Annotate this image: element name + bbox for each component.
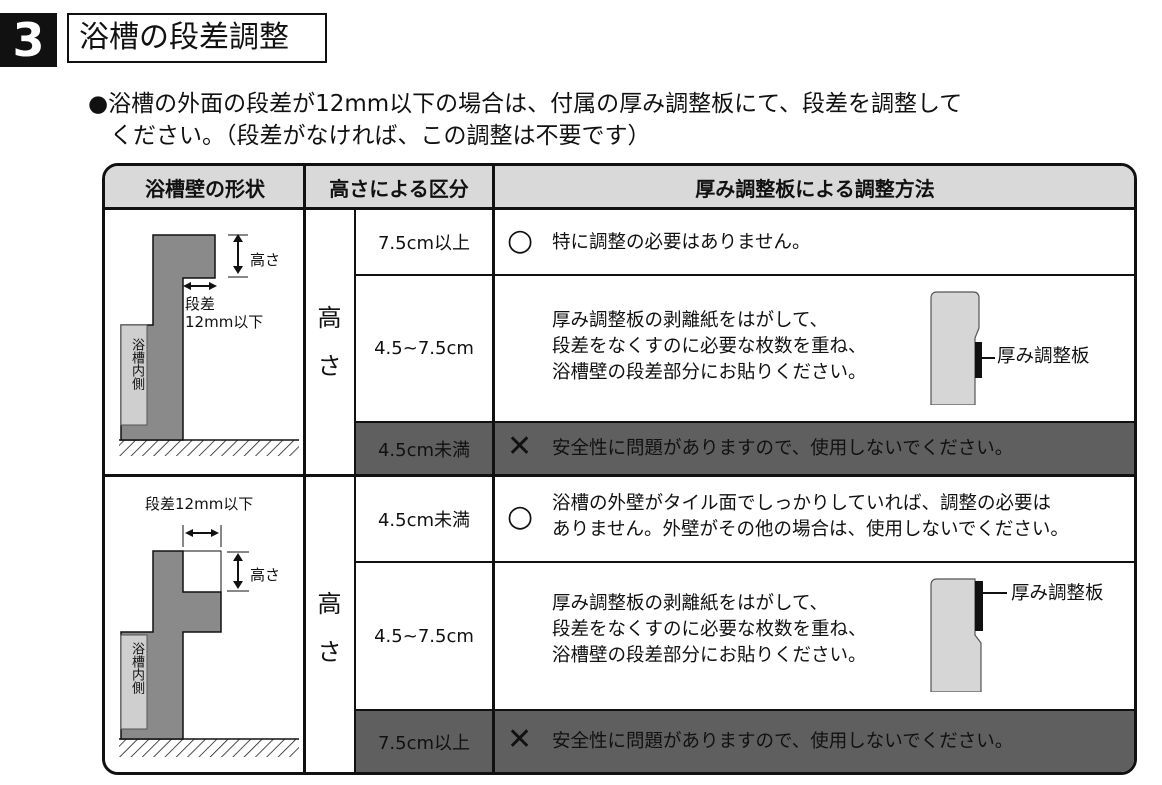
step-number-badge: 3: [0, 13, 57, 67]
section1-height-label: 高さ: [305, 210, 354, 474]
method-text: 安全性に問題がありますので、使用しないでください。: [552, 438, 1014, 459]
range-cell: 4.5cm未満: [377, 510, 471, 531]
method-text: 厚み調整板の剥離紙をはがして、 段差をなくすのに必要な枚数を重ね、 浴槽壁の段差…: [552, 308, 867, 386]
method-text: 厚み調整板の剥離紙をはがして、 段差をなくすのに必要な枚数を重ね、 浴槽壁の段差…: [552, 591, 867, 669]
method-text-line: 浴槽壁の段差部分にお貼りください。: [552, 645, 867, 666]
adjustment-table: 浴槽壁の形状 高さによる区分 厚み調整板による調整方法 高さ 段差 1: [102, 163, 1137, 775]
method-cell: ✕ 安全性に問題がありますので、使用しないでください。: [495, 423, 1134, 474]
intro-line-1: ●浴槽の外面の段差が12mm以下の場合は、付属の厚み調整板にて、段差を調整して: [88, 91, 963, 117]
diagram1-height-label: 高さ: [250, 251, 281, 269]
row-shade: [355, 709, 1134, 772]
diagram1-step-label-line1: 段差: [185, 295, 216, 313]
diagram1-inner-label: 浴槽内側: [129, 338, 144, 390]
method-text-line: 浴槽の外壁がタイル面でしっかりしていれば、調整の必要は: [552, 493, 1051, 514]
diagram1-step-label: 段差 12mm以下: [185, 295, 263, 331]
plate-label: 厚み調整板: [997, 346, 1090, 367]
method-text-line: 厚み調整板の剥離紙をはがして、: [552, 310, 829, 331]
method-text-line: 浴槽壁の段差部分にお貼りください。: [552, 362, 867, 383]
method-text-line: 段差をなくすのに必要な枚数を重ね、: [552, 336, 867, 357]
method-cell: ○ 浴槽の外壁がタイル面でしっかりしていれば、調整の必要は ありません。外壁がそ…: [495, 477, 1134, 561]
method-text-line: 段差をなくすのに必要な枚数を重ね、: [552, 619, 867, 640]
range-cell: 7.5cm以上: [377, 233, 471, 254]
method-cell: ○ 特に調整の必要はありません。: [495, 210, 1134, 274]
method-cell: 厚み調整板の剥離紙をはがして、 段差をなくすのに必要な枚数を重ね、 浴槽壁の段差…: [495, 276, 1134, 421]
range-cell: 4.5cm未満: [377, 439, 471, 461]
bathtub-wall-diagram-2: [119, 525, 299, 757]
section1-height-text: 高さ: [317, 304, 342, 380]
bathtub-wall-diagram-1: [119, 234, 299, 456]
range-cell: 7.5cm以上: [377, 732, 471, 754]
cross-mark-icon: ✕: [507, 429, 533, 464]
plate-label: 厚み調整板: [1011, 583, 1104, 604]
circle-mark-icon: ○: [507, 223, 534, 258]
header-shape: 浴槽壁の形状: [105, 166, 305, 208]
section2-height-label: 高さ: [305, 477, 354, 772]
method-text: 特に調整の必要はありません。: [552, 232, 811, 253]
range-cell: 4.5~7.5cm: [374, 625, 474, 647]
diagram1-step-label-line2: 12mm以下: [185, 313, 264, 331]
method-cell: ✕ 安全性に問題がありますので、使用しないでください。: [495, 711, 1134, 772]
header-method: 厚み調整板による調整方法: [493, 166, 1134, 208]
section-title: 浴槽の段差調整: [67, 13, 327, 63]
diagram2-height-label: 高さ: [250, 566, 281, 584]
cross-mark-icon: ✕: [507, 722, 533, 757]
adjustment-plate-diagram-2: [930, 578, 1007, 692]
row-shade: [355, 421, 1134, 474]
diagram2-inner-label: 浴槽内側: [129, 642, 144, 694]
range-cell: 4.5~7.5cm: [374, 338, 474, 359]
diagram2-step-label: 段差12mm以下: [145, 495, 254, 513]
adjustment-plate-diagram-1: [930, 291, 995, 405]
method-cell: 厚み調整板の剥離紙をはがして、 段差をなくすのに必要な枚数を重ね、 浴槽壁の段差…: [495, 563, 1134, 709]
intro-line-2: ください。（段差がなければ、この調整は不要です）: [110, 123, 651, 149]
method-text-line: ありません。外壁がその他の場合は、使用しないでください。: [552, 519, 1069, 540]
method-text: 浴槽の外壁がタイル面でしっかりしていれば、調整の必要は ありません。外壁がその他…: [552, 491, 1069, 543]
method-text-line: 厚み調整板の剥離紙をはがして、: [552, 593, 829, 614]
method-text: 安全性に問題がありますので、使用しないでください。: [552, 731, 1014, 752]
section2-height-text: 高さ: [317, 589, 342, 666]
header-height-class: 高さによる区分: [305, 166, 493, 208]
circle-mark-icon: ○: [507, 499, 534, 534]
